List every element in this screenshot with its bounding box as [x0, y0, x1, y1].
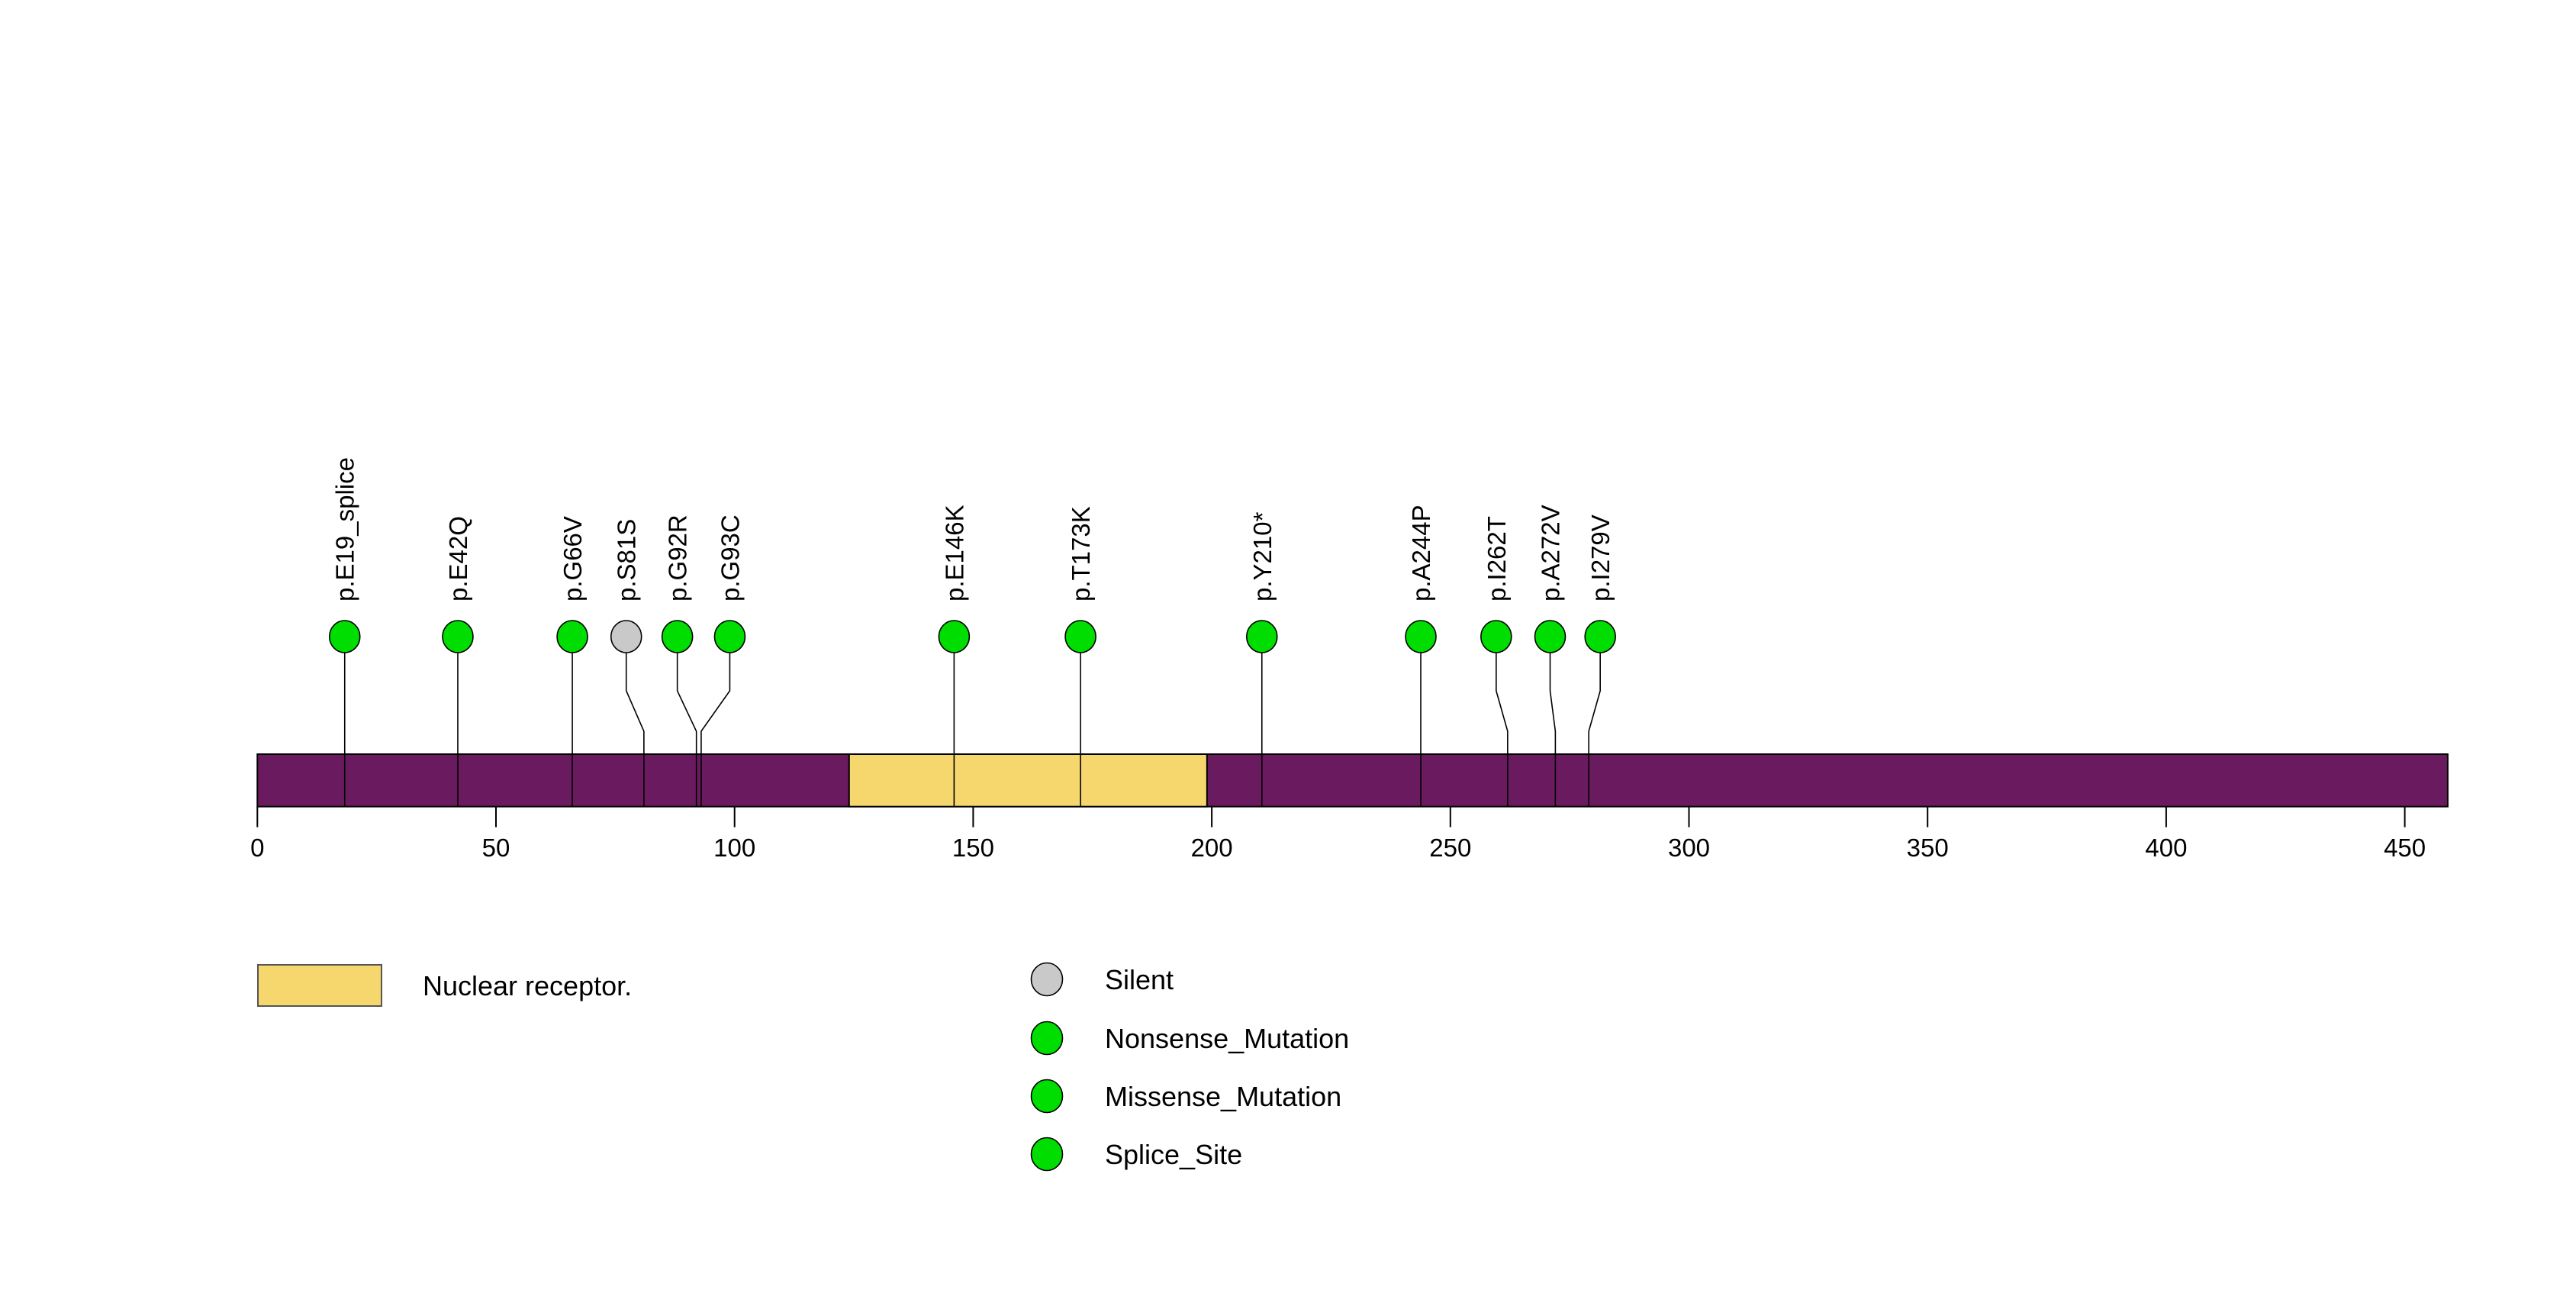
axis-tick-label: 0 — [250, 834, 264, 862]
lollipop-stick — [1588, 653, 1601, 807]
lollipop-circle — [1480, 620, 1512, 653]
legend-mutation-label: Nonsense_Mutation — [1105, 1023, 1349, 1054]
mutation-label: p.S81S — [613, 519, 641, 601]
lollipop-circle — [1245, 620, 1278, 653]
lollipop-circle — [1405, 620, 1437, 653]
legend-mutation-swatch — [1030, 962, 1064, 997]
lollipop-circle — [610, 620, 642, 653]
mutation-label: p.Y210* — [1248, 511, 1277, 601]
axis-tick-label: 50 — [482, 834, 510, 862]
legend-mutation-label: Silent — [1105, 964, 1174, 995]
mutation-label: p.E19_splice — [331, 457, 359, 601]
mutation-label: p.T173K — [1067, 506, 1095, 601]
lollipop-stick — [1496, 653, 1509, 807]
axis-tick-label: 400 — [2145, 834, 2187, 862]
legend-domain-swatch — [257, 964, 382, 1007]
mutation-label: p.G93C — [716, 514, 744, 601]
protein-backbone — [256, 753, 2449, 808]
mutation-label: p.G92R — [664, 514, 692, 601]
legend-mutation-swatch — [1030, 1079, 1064, 1114]
lollipop-circle — [556, 620, 588, 653]
lollipop-stick — [676, 653, 697, 807]
axis-tick-label: 150 — [952, 834, 994, 862]
domain-box-nuclear-receptor — [848, 753, 1208, 808]
lollipop-circle — [661, 620, 694, 653]
axis-tick-label: 450 — [2384, 834, 2426, 862]
axis-tick-label: 250 — [1429, 834, 1471, 862]
lollipop-circle — [1584, 620, 1616, 653]
legend-domain-label: Nuclear receptor. — [423, 970, 632, 1001]
lollipop-circle — [938, 620, 971, 653]
lollipop-circle — [1064, 620, 1096, 653]
mutation-label: p.I279V — [1586, 514, 1615, 601]
lollipop-stick — [700, 653, 731, 807]
mutation-label: p.I262T — [1483, 516, 1511, 601]
lollipop-circle — [1534, 620, 1567, 653]
mutation-label: p.E42Q — [444, 516, 472, 601]
legend-mutation-label: Splice_Site — [1105, 1139, 1242, 1170]
lollipop-stick — [625, 653, 645, 807]
lollipop-circle — [442, 620, 474, 653]
mutation-label: p.A272V — [1537, 505, 1565, 601]
lollipop-circle — [328, 620, 361, 653]
axis-tick-label: 350 — [1907, 834, 1949, 862]
legend-mutation-label: Missense_Mutation — [1105, 1081, 1341, 1112]
legend-mutation-swatch — [1030, 1021, 1064, 1056]
lollipop-stick — [1549, 653, 1557, 807]
legend-mutation-swatch — [1030, 1137, 1064, 1172]
axis-tick-label: 100 — [713, 834, 755, 862]
mutation-label: p.E146K — [940, 505, 968, 601]
lollipop-circle — [713, 620, 746, 653]
axis-tick-label: 300 — [1668, 834, 1710, 862]
mutation-label: p.G66V — [559, 516, 587, 601]
axis-tick-label: 200 — [1191, 834, 1233, 862]
mutation-label: p.A244P — [1407, 505, 1435, 601]
